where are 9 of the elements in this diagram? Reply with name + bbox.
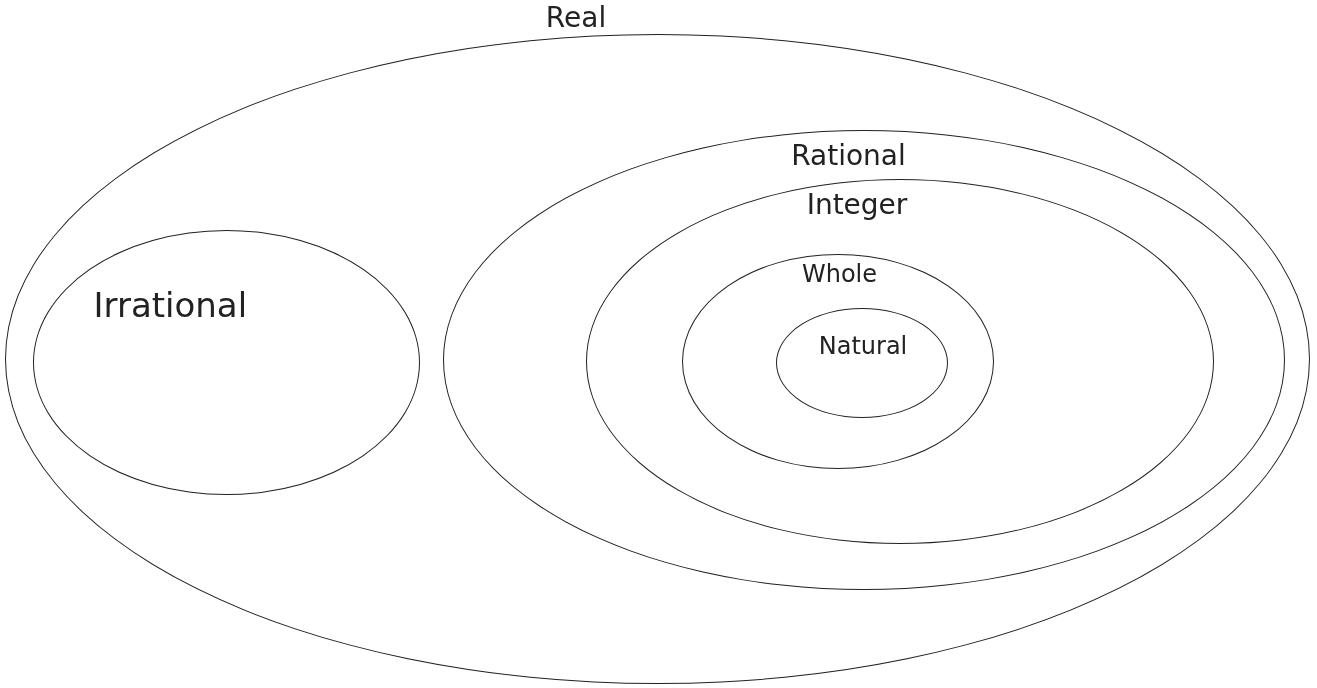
set-label: Irrational: [93, 286, 248, 324]
set-ellipse: [681, 253, 994, 469]
set-ellipse: [32, 229, 420, 495]
set-label: Rational: [791, 140, 906, 172]
set-ellipse: [586, 179, 1214, 544]
set-label: Whole: [801, 260, 878, 287]
set-label: Real: [545, 3, 607, 34]
set-label: Integer: [806, 190, 908, 221]
set-label: Natural: [818, 333, 908, 360]
